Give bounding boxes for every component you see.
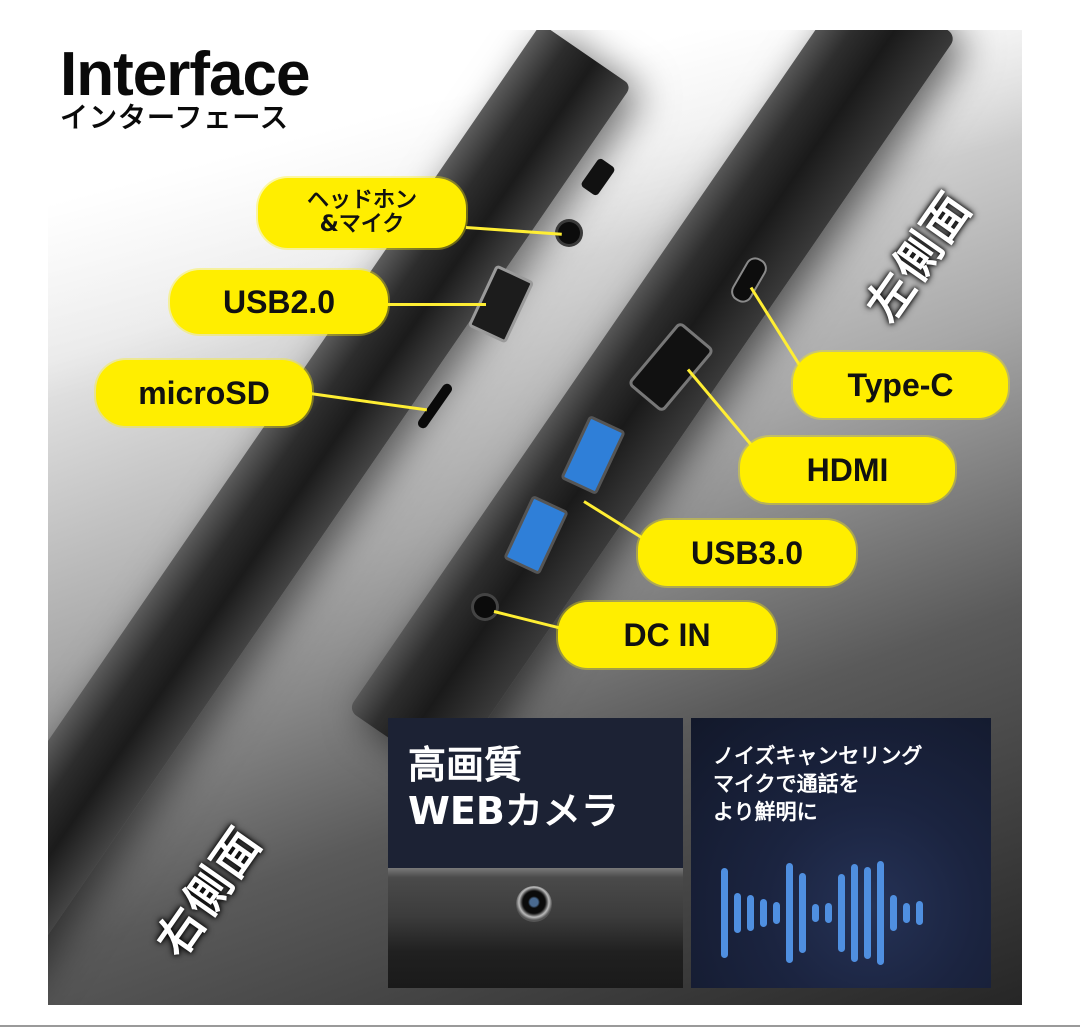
- webcam-heading: 高画質 WEBカメラ: [408, 742, 619, 834]
- callout-hdmi-label: HDMI: [806, 451, 889, 488]
- waveform-bar: [851, 864, 858, 962]
- waveform-bar: [747, 895, 754, 931]
- bottom-divider: [0, 1025, 1080, 1027]
- callout-dcin: DC IN: [558, 602, 776, 668]
- waveform-bar: [721, 868, 728, 958]
- waveform-bar: [838, 874, 845, 952]
- title-japanese: インターフェース: [60, 101, 289, 134]
- waveform-bar: [825, 903, 832, 923]
- mic-feature-panel: ノイズキャンセリング マイクで通話を より鮮明に: [691, 718, 991, 988]
- waveform-bar: [903, 903, 910, 923]
- dc-in-port: [474, 596, 496, 618]
- mic-description-line1: ノイズキャンセリング: [713, 744, 923, 768]
- waveform-bar: [890, 895, 897, 931]
- waveform-bar: [864, 867, 871, 959]
- callout-headphone-mic-line1: ヘッドホン: [306, 188, 417, 213]
- waveform-bar: [812, 904, 819, 922]
- waveform-bar: [760, 899, 767, 927]
- mic-description-line3: より鮮明に: [713, 800, 818, 824]
- callout-typec: Type-C: [793, 352, 1008, 418]
- webcam-bezel: [388, 868, 683, 988]
- audio-jack-port: [558, 222, 580, 244]
- callout-usb3: USB3.0: [638, 520, 856, 586]
- callout-hdmi: HDMI: [740, 437, 955, 503]
- usb2-leader-line: [386, 303, 486, 306]
- title-block: Interface インターフェース: [60, 40, 310, 134]
- callout-dcin-label: DC IN: [623, 616, 711, 653]
- audio-waveform-icon: [721, 858, 971, 968]
- webcam-heading-line2: WEBカメラ: [408, 789, 619, 833]
- callout-microsd-label: microSD: [138, 374, 270, 411]
- callout-usb3-label: USB3.0: [690, 534, 804, 571]
- title-english: Interface: [60, 40, 310, 109]
- callout-headphone-mic-line2: &マイク: [319, 212, 405, 237]
- waveform-bar: [786, 863, 793, 963]
- webcam-heading-line1: 高画質: [408, 743, 523, 787]
- waveform-bar: [734, 893, 741, 933]
- callout-headphone-mic: ヘッドホン &マイク: [258, 178, 466, 248]
- waveform-bar: [773, 902, 780, 924]
- waveform-bar: [916, 901, 923, 925]
- callout-usb2: USB2.0: [170, 270, 388, 334]
- mic-description: ノイズキャンセリング マイクで通話を より鮮明に: [713, 742, 922, 826]
- callout-usb2-label: USB2.0: [222, 283, 336, 320]
- webcam-lens-icon: [516, 886, 552, 922]
- callout-typec-label: Type-C: [847, 366, 954, 403]
- infographic-frame: Interface インターフェース 左側面 右側面 ヘッドホン &マイク US…: [48, 30, 1022, 1005]
- waveform-bar: [877, 861, 884, 965]
- mic-description-line2: マイクで通話を: [713, 772, 860, 796]
- callout-microsd: microSD: [96, 360, 312, 426]
- webcam-feature-panel: 高画質 WEBカメラ: [388, 718, 683, 988]
- waveform-bar: [799, 873, 806, 953]
